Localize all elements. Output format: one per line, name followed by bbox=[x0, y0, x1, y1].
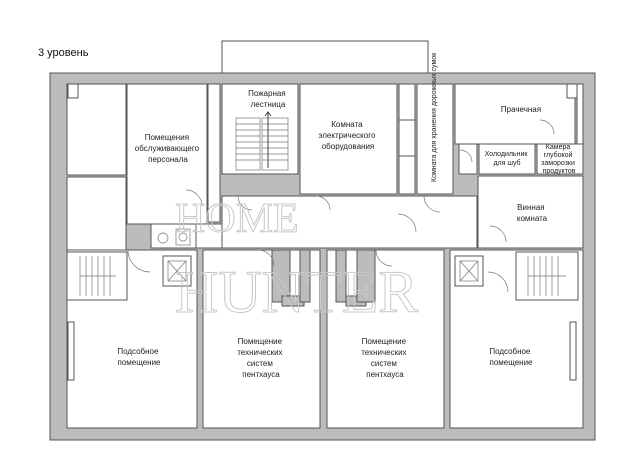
balcony bbox=[221, 40, 429, 75]
fire-stairs-steps bbox=[235, 117, 289, 171]
room-freezer bbox=[536, 143, 584, 175]
stair-right-steps bbox=[527, 256, 566, 296]
windows bbox=[67, 83, 578, 381]
stair-arrow-head bbox=[264, 111, 272, 117]
watermark-bottom: HUNTER bbox=[175, 259, 418, 325]
room-closet bbox=[195, 223, 223, 249]
label-laundry: Прачечная bbox=[501, 105, 541, 114]
room-shaft-left bbox=[207, 83, 221, 223]
label-staff: Помещения обслуживающего персонала bbox=[135, 133, 202, 164]
watermark-top: HOME bbox=[175, 196, 299, 242]
wall-chunk-6 bbox=[356, 249, 376, 303]
stair-left-steps bbox=[79, 256, 116, 296]
room-electrical bbox=[299, 83, 398, 195]
label-utility-right: Подсобное помещение bbox=[489, 347, 533, 367]
bathroom-fixtures bbox=[157, 228, 191, 246]
room-laundry bbox=[454, 83, 576, 145]
level-title: 3 уровень bbox=[38, 47, 89, 59]
room-left-mid bbox=[66, 176, 127, 251]
label-tech-right: Помещение технических систем пентхауса bbox=[361, 337, 409, 379]
room-luggage bbox=[416, 83, 454, 195]
room-shaft-mid bbox=[398, 83, 416, 195]
wall-chunk-1 bbox=[271, 249, 291, 303]
wall-chunk-3 bbox=[299, 249, 311, 303]
label-electrical: Комната электрического оборудования bbox=[318, 120, 377, 151]
label-wine: Винная комната bbox=[517, 203, 548, 223]
room-edge bbox=[576, 83, 584, 145]
label-tech-left: Помещение технических систем пентхауса bbox=[237, 337, 285, 379]
label-fur-fridge: Холодильник для шуб bbox=[485, 151, 530, 167]
label-fire-stairs: Пожарная лестница bbox=[248, 89, 288, 109]
room-fur-fridge bbox=[478, 143, 536, 175]
elevator-left-cross bbox=[167, 260, 187, 282]
room-staff bbox=[126, 83, 208, 225]
label-luggage: Комната для хранения дорожных сумок bbox=[431, 52, 438, 182]
door-swings bbox=[127, 119, 555, 293]
label-utility-left: Подсобное помещение bbox=[117, 347, 161, 367]
corridor bbox=[221, 195, 478, 249]
wall-chunk-4 bbox=[335, 249, 347, 303]
label-freezer: Камера глубокой заморозки продуктов bbox=[541, 144, 577, 175]
room-niche bbox=[458, 143, 478, 175]
room-top-left bbox=[66, 83, 127, 176]
room-wine bbox=[477, 175, 584, 249]
elevator-right-cross bbox=[459, 260, 479, 282]
